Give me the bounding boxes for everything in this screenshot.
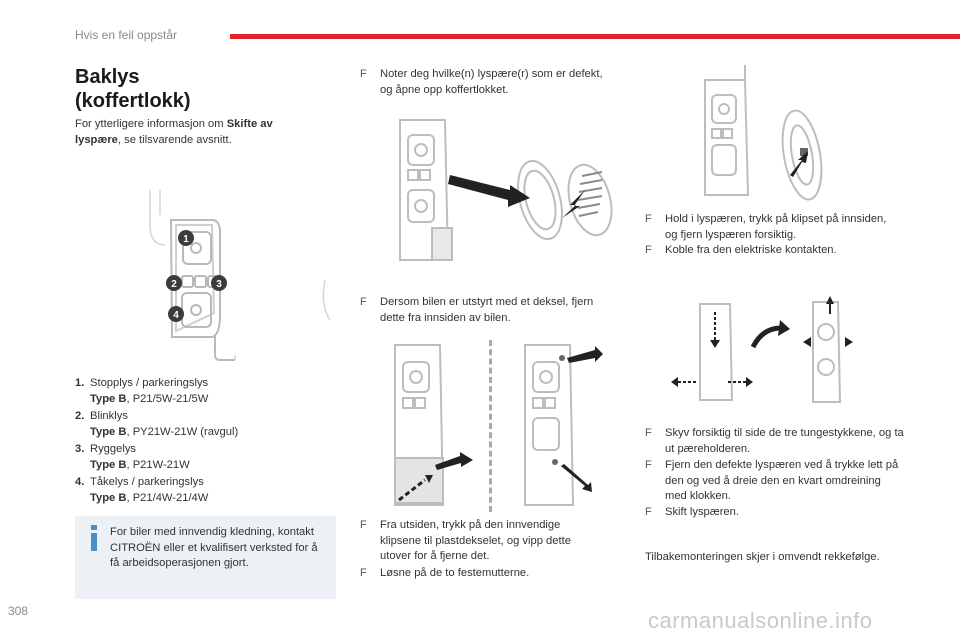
step-text: Fjern den defekte lyspæren ved å trykke … bbox=[665, 459, 899, 502]
lamp-sep: , bbox=[126, 491, 133, 504]
bullet-glyph: F bbox=[360, 519, 367, 531]
bullet-glyph: F bbox=[645, 244, 652, 256]
lamp-sep: , bbox=[126, 458, 133, 471]
rear-lamp-diagram: 1 2 3 4 bbox=[149, 190, 331, 361]
step-push-tongues: F Skyv forsiktig til side de tre tungest… bbox=[645, 426, 905, 457]
lamp-sep: , bbox=[126, 425, 133, 438]
step-text: Skift lyspæren. bbox=[665, 506, 739, 518]
bullet-glyph: F bbox=[645, 459, 652, 471]
bullet-glyph: F bbox=[645, 213, 652, 225]
figure-divider bbox=[489, 340, 492, 512]
info-icon bbox=[91, 525, 97, 551]
lamp-number: 3. bbox=[75, 443, 85, 455]
lamp-number: 1. bbox=[75, 377, 85, 389]
lamp-spec: P21W-21W bbox=[132, 458, 190, 471]
bullet-glyph: F bbox=[360, 296, 367, 308]
lamp-sep: , bbox=[126, 392, 133, 405]
step-hold-bulb: F Hold i lyspæren, trykk på klipset på i… bbox=[645, 212, 895, 243]
step-text: Hold i lyspæren, trykk på klipset på inn… bbox=[665, 213, 887, 241]
lamp-type: Type B bbox=[90, 392, 127, 405]
callout-4: 4 bbox=[173, 310, 179, 321]
step-text: Løsne på de to festemutterne. bbox=[380, 567, 530, 579]
lamp-name: Blinklys bbox=[90, 410, 128, 422]
step-text: Skyv forsiktig til side de tre tungestyk… bbox=[665, 427, 904, 455]
step-disconnect: F Koble fra den elektriske kontakten. bbox=[645, 243, 895, 259]
lamp-name: Tåkelys / parkeringslys bbox=[90, 476, 204, 488]
callout-1: 1 bbox=[183, 234, 189, 245]
header-rule bbox=[230, 34, 960, 39]
lamp-type: Type B bbox=[90, 458, 127, 471]
title-line-1: Baklys bbox=[75, 66, 140, 88]
info-box bbox=[75, 516, 336, 599]
step-text: Noter deg hvilke(n) lyspære(r) som er de… bbox=[380, 68, 603, 96]
callout-2: 2 bbox=[171, 279, 177, 290]
nuts-diagram bbox=[524, 344, 603, 506]
bullet-glyph: F bbox=[645, 506, 652, 518]
step-note-bulbs: F Noter deg hvilke(n) lyspære(r) som er … bbox=[360, 67, 610, 98]
bullet-glyph: F bbox=[360, 68, 367, 80]
page-number: 308 bbox=[8, 604, 29, 618]
step-loosen-nuts: F Løsne på de to festemutterne. bbox=[360, 566, 600, 582]
step-remove-cover: F Dersom bilen er utstyrt med et deksel,… bbox=[360, 295, 620, 326]
lamp-name: Ryggelys bbox=[90, 443, 137, 455]
step-replace-bulb: F Skift lyspæren. bbox=[645, 505, 905, 521]
step-text: Dersom bilen er utstyrt med et deksel, f… bbox=[380, 296, 594, 324]
step-remove-bulb: F Fjern den defekte lyspæren ved å trykk… bbox=[645, 458, 905, 505]
lamp-type: Type B bbox=[90, 425, 127, 438]
callout-3: 3 bbox=[216, 279, 222, 290]
bullet-glyph: F bbox=[645, 427, 652, 439]
intro-bold: Skifte av lyspære bbox=[75, 118, 273, 146]
lamp-callouts bbox=[166, 230, 227, 322]
intro-paragraph: For ytterligere informasjon om Skifte av… bbox=[75, 117, 315, 148]
closing-note: Tilbakemonteringen skjer i omvendt rekke… bbox=[645, 551, 880, 563]
cover-clips-diagram bbox=[394, 344, 473, 506]
bullet-glyph: F bbox=[360, 567, 367, 579]
step-text: Fra utsiden, trykk på den innvendige kli… bbox=[380, 519, 571, 562]
step-text: Koble fra den elektriske kontakten. bbox=[665, 244, 837, 256]
section-header: Hvis en feil oppstår bbox=[75, 28, 178, 42]
lamp-name: Stopplys / parkeringslys bbox=[90, 377, 209, 389]
intro-text: For ytterligere informasjon om bbox=[75, 118, 227, 130]
step-press-clips: F Fra utsiden, trykk på den innvendige k… bbox=[360, 518, 600, 565]
bulb-holder-diagram bbox=[704, 65, 823, 201]
lamp-type: Type B bbox=[90, 491, 127, 504]
lamp-spec: P21/5W-21/5W bbox=[132, 392, 209, 405]
info-text: For biler med innvendig kledning, kontak… bbox=[110, 526, 318, 569]
watermark: carmanualsonline.info bbox=[648, 608, 873, 633]
lamp-number: 4. bbox=[75, 476, 85, 488]
lamp-number: 2. bbox=[75, 410, 85, 422]
bulb-carrier-diagram bbox=[671, 296, 853, 403]
page-title: Baklys (koffertlokk) bbox=[75, 65, 191, 113]
lamp-spec: PY21W-21W (ravgul) bbox=[132, 425, 239, 438]
lamp-spec: P21/4W-21/4W bbox=[132, 491, 209, 504]
title-line-2: (koffertlokk) bbox=[75, 90, 191, 112]
lamp-removal-diagram bbox=[399, 119, 613, 261]
intro-text-end: , se tilsvarende avsnitt. bbox=[117, 133, 232, 146]
